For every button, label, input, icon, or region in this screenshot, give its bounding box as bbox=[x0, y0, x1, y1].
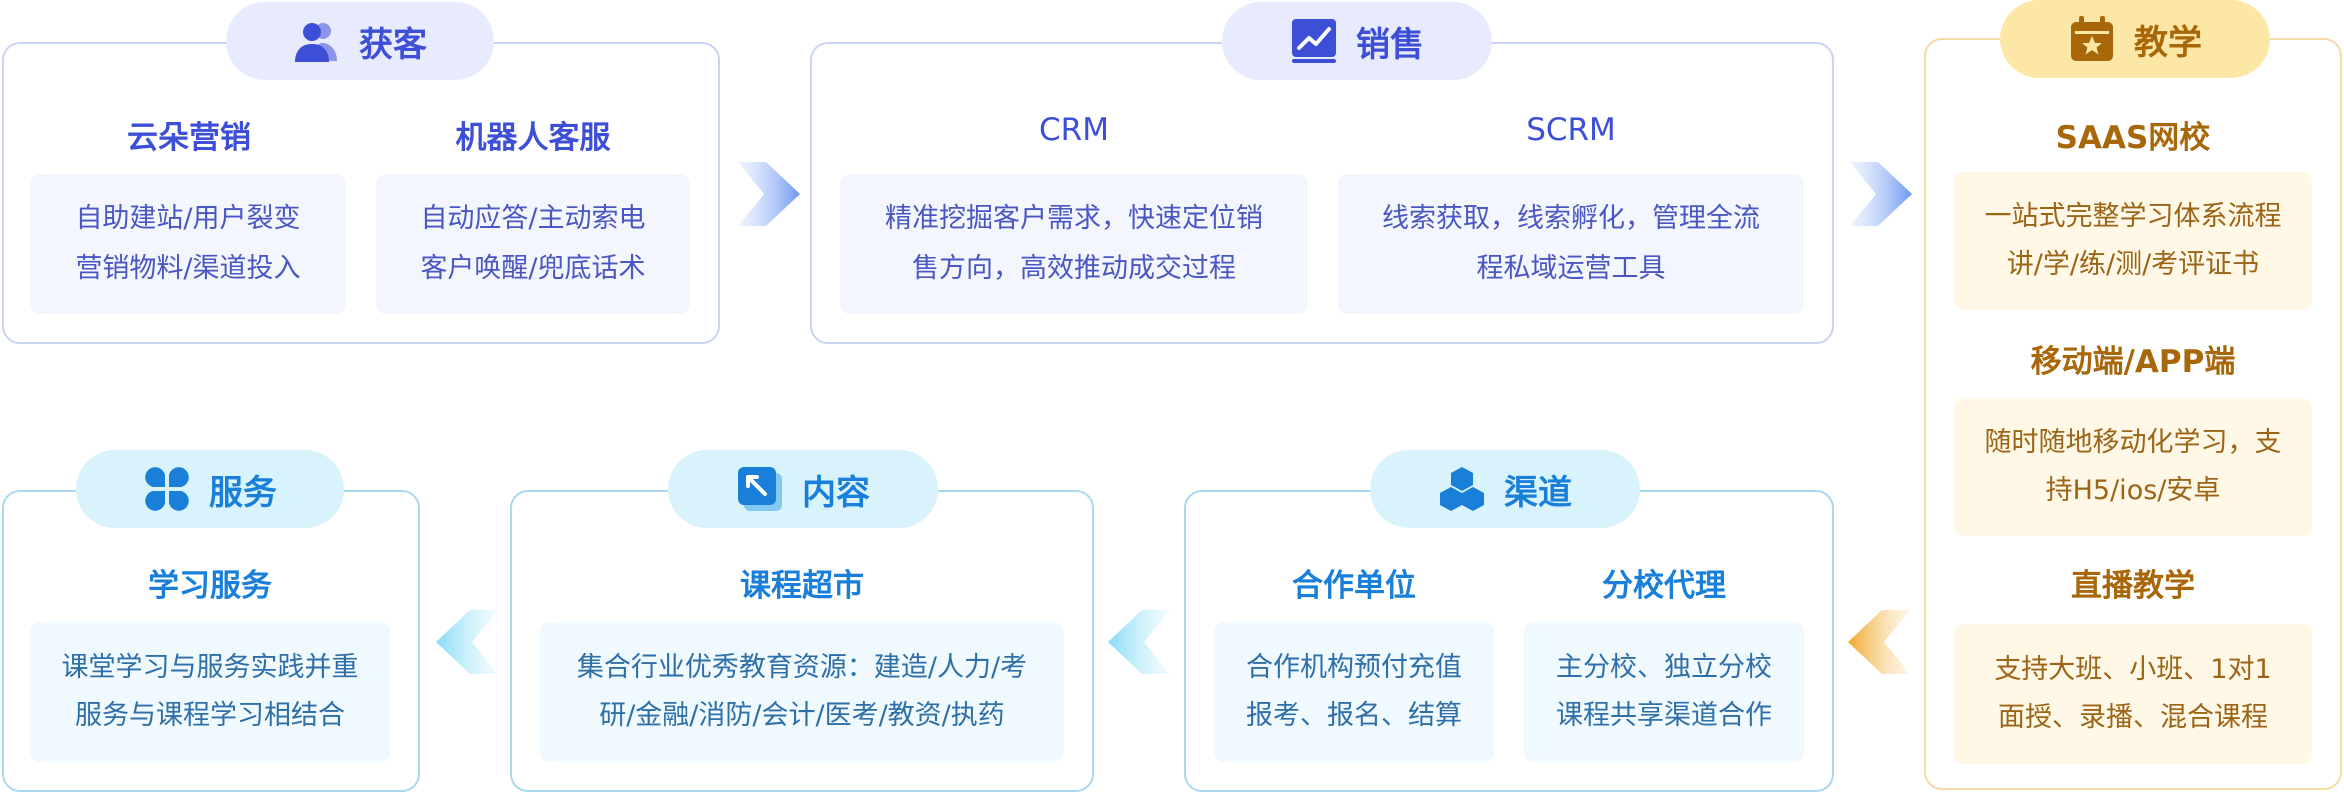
channel-item-2-box: 主分校、独立分校 课程共享渠道合作 bbox=[1524, 622, 1804, 762]
service-item-1-line-1: 课堂学习与服务实践并重 bbox=[61, 652, 359, 683]
teaching-item-3-line-2: 面授、录播、混合课程 bbox=[1998, 702, 2268, 733]
teaching-item-2-line-2: 持H5/ios/安卓 bbox=[2045, 475, 2221, 506]
channel-item-1-line-1: 合作机构预付充值 bbox=[1246, 652, 1462, 683]
teaching-item-1-title: SAAS网校 bbox=[2055, 120, 2211, 156]
service-item-1-box: 课堂学习与服务实践并重 服务与课程学习相结合 bbox=[30, 622, 390, 762]
teaching-item-1-line-1: 一站式完整学习体系流程 bbox=[1984, 201, 2282, 232]
teaching-item-3-line-1: 支持大班、小班、1对1 bbox=[1994, 654, 2272, 685]
service-header: 服务 bbox=[76, 450, 344, 528]
content-item-1-title: 课程超市 bbox=[740, 568, 864, 604]
acquire-item-1-line-2: 营销物料/渠道投入 bbox=[75, 253, 301, 284]
sales-item-1-line-1: 精准挖掘客户需求，快速定位销 bbox=[885, 203, 1263, 234]
teaching-header: 教学 bbox=[2000, 0, 2270, 78]
teaching-item-3-box: 支持大班、小班、1对1 面授、录播、混合课程 bbox=[1954, 624, 2312, 764]
content-item-1-box: 集合行业优秀教育资源：建造/人力/考 研/金融/消防/会计/医考/教资/执药 bbox=[540, 622, 1064, 762]
acquire-item-1-box: 自助建站/用户裂变 营销物料/渠道投入 bbox=[30, 174, 346, 314]
channel-item-1-title: 合作单位 bbox=[1292, 568, 1416, 604]
channel-item-1-box: 合作机构预付充值 报考、报名、结算 bbox=[1214, 622, 1494, 762]
users-icon bbox=[293, 17, 341, 65]
channel-item-2-line-2: 课程共享渠道合作 bbox=[1556, 700, 1772, 731]
content-title: 内容 bbox=[802, 472, 870, 513]
content-header: 内容 bbox=[668, 450, 938, 528]
calendar-star-icon bbox=[2068, 15, 2116, 63]
flow-arrow-content-to-service bbox=[436, 610, 498, 674]
sales-item-1-title: CRM bbox=[1039, 112, 1109, 148]
teaching-title: 教学 bbox=[2134, 22, 2202, 63]
sales-title: 销售 bbox=[1356, 24, 1424, 65]
sales-item-2-line-2: 程私域运营工具 bbox=[1476, 253, 1666, 284]
sales-item-2-box: 线索获取，线索孵化，管理全流 程私域运营工具 bbox=[1338, 174, 1804, 314]
content-item-1-line-1: 集合行业优秀教育资源：建造/人力/考 bbox=[576, 652, 1028, 683]
content-arrow-icon bbox=[736, 465, 784, 513]
sales-item-2-title: SCRM bbox=[1526, 112, 1616, 148]
channel-item-2-line-1: 主分校、独立分校 bbox=[1556, 652, 1772, 683]
service-item-1-title: 学习服务 bbox=[148, 568, 272, 604]
acquire-item-1-title: 云朵营销 bbox=[127, 120, 251, 156]
acquire-item-2-line-1: 自动应答/主动索电 bbox=[420, 203, 646, 234]
channel-header: 渠道 bbox=[1370, 450, 1640, 528]
content-item-1-line-2: 研/金融/消防/会计/医考/教资/执药 bbox=[599, 700, 1005, 731]
teaching-item-1-box: 一站式完整学习体系流程 讲/学/练/测/考评证书 bbox=[1954, 172, 2312, 310]
teaching-item-2-box: 随时随地移动化学习，支 持H5/ios/安卓 bbox=[1954, 398, 2312, 536]
sales-item-1-box: 精准挖掘客户需求，快速定位销 售方向，高效推动成交过程 bbox=[840, 174, 1308, 314]
flow-arrow-channel-to-content bbox=[1108, 610, 1170, 674]
sales-header: 销售 bbox=[1222, 2, 1492, 80]
clover-icon bbox=[143, 465, 191, 513]
acquire-item-2-line-2: 客户唤醒/兜底话术 bbox=[420, 253, 646, 284]
acquire-header: 获客 bbox=[226, 2, 494, 80]
acquire-item-1-line-1: 自助建站/用户裂变 bbox=[75, 203, 301, 234]
sales-item-2-line-1: 线索获取，线索孵化，管理全流 bbox=[1382, 203, 1760, 234]
trend-chart-icon bbox=[1290, 17, 1338, 65]
cubes-icon bbox=[1438, 465, 1486, 513]
service-title: 服务 bbox=[209, 472, 277, 513]
teaching-item-2-line-1: 随时随地移动化学习，支 bbox=[1984, 427, 2282, 458]
teaching-item-1-line-2: 讲/学/练/测/考评证书 bbox=[2006, 249, 2260, 280]
teaching-item-2-title: 移动端/APP端 bbox=[2030, 344, 2236, 380]
sales-item-1-line-2: 售方向，高效推动成交过程 bbox=[912, 253, 1236, 284]
flow-arrow-sales-to-teaching bbox=[1850, 162, 1912, 226]
channel-item-1-line-2: 报考、报名、结算 bbox=[1246, 700, 1462, 731]
teaching-item-3-title: 直播教学 bbox=[2071, 568, 2195, 604]
acquire-title: 获客 bbox=[359, 24, 427, 65]
flow-arrow-acquire-to-sales bbox=[738, 162, 800, 226]
channel-item-2-title: 分校代理 bbox=[1602, 568, 1726, 604]
flow-arrow-teaching-to-channel bbox=[1848, 610, 1910, 674]
acquire-item-2-box: 自动应答/主动索电 客户唤醒/兜底话术 bbox=[376, 174, 690, 314]
channel-title: 渠道 bbox=[1504, 472, 1572, 513]
acquire-item-2-title: 机器人客服 bbox=[455, 120, 611, 156]
service-item-1-line-2: 服务与课程学习相结合 bbox=[75, 700, 345, 731]
